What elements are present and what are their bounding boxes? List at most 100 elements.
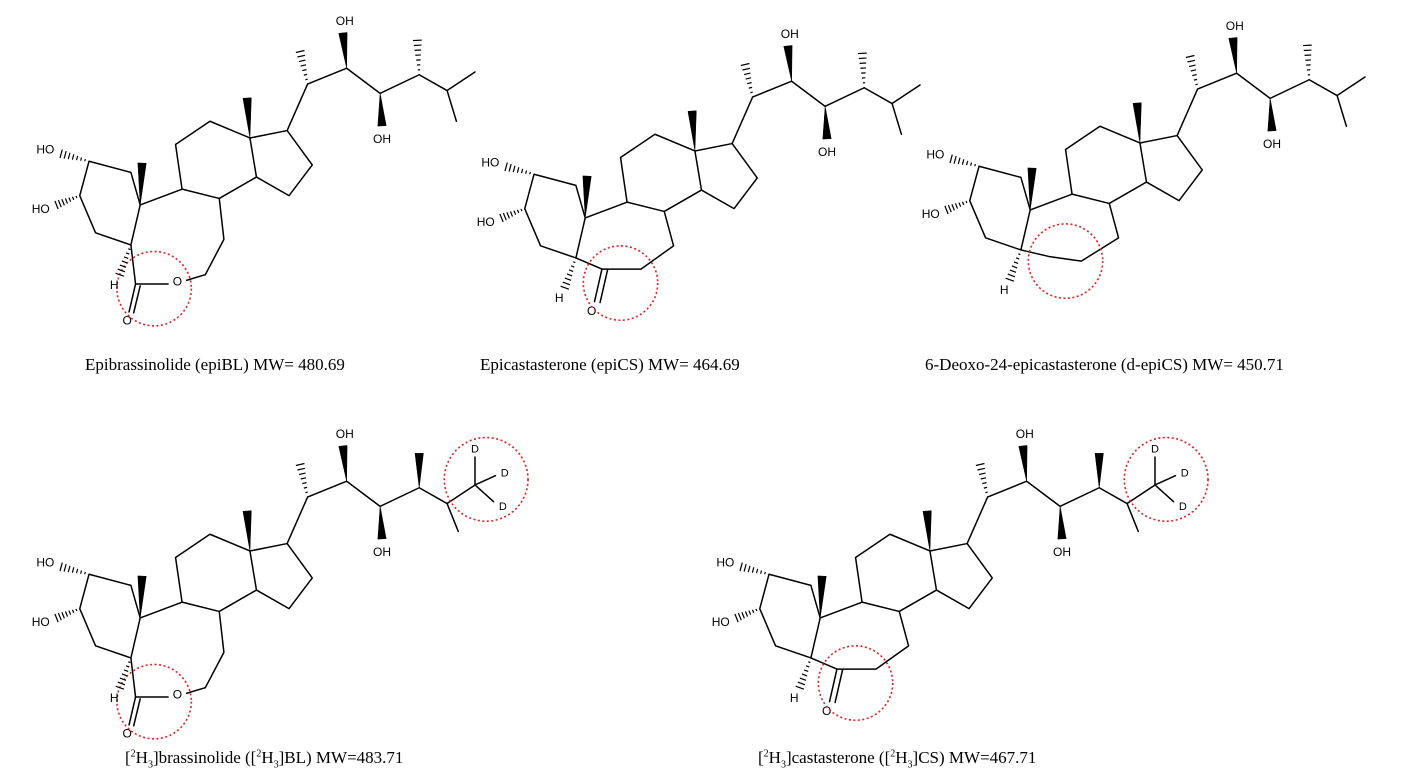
deuterium-2: D	[1181, 468, 1189, 480]
side-isopropyl	[864, 85, 920, 104]
hash-stroke	[530, 172, 531, 174]
methyl-28	[413, 40, 422, 70]
side-c17-c20	[287, 84, 307, 131]
side-chain	[308, 481, 420, 506]
hash-stroke	[959, 203, 961, 207]
ring-a	[80, 574, 140, 658]
hash-stroke	[305, 79, 307, 80]
hash-stroke	[305, 492, 307, 493]
oh23-label: OH	[818, 145, 836, 159]
ring-a	[80, 161, 140, 245]
methyl-21	[296, 464, 308, 493]
cd3-d3	[1155, 485, 1174, 502]
oh2-hash	[60, 150, 85, 162]
oh22-wedge	[784, 45, 792, 81]
hash-stroke	[738, 613, 741, 620]
ring-bc	[140, 121, 256, 205]
oh23-label: OH	[373, 132, 391, 146]
hash-stroke	[744, 73, 750, 74]
h5-label: H	[1000, 283, 1009, 297]
hash-stroke	[808, 662, 810, 663]
side-c27	[447, 504, 458, 532]
methyl-18	[688, 111, 696, 151]
hash-stroke	[975, 164, 976, 166]
hash-stroke	[122, 261, 127, 263]
hash-stroke	[765, 572, 766, 574]
methyl-18	[923, 511, 931, 551]
side-c27	[447, 91, 456, 122]
hash-stroke	[72, 610, 73, 613]
ring-b	[1021, 203, 1119, 261]
hash-stroke	[1008, 274, 1015, 277]
hash-stroke	[69, 198, 71, 202]
hash-stroke	[742, 68, 750, 70]
deuterium-1: D	[1151, 444, 1159, 456]
hash-stroke	[954, 156, 956, 163]
hash-stroke	[85, 572, 86, 574]
hash-stroke	[500, 214, 503, 222]
hash-stroke	[1194, 79, 1197, 80]
hash-stroke	[962, 159, 963, 164]
hash-stroke	[65, 198, 67, 203]
ho3-label: HO	[477, 215, 495, 229]
hash-stroke	[962, 202, 963, 205]
hash-stroke	[967, 161, 968, 165]
hash-stroke	[945, 206, 948, 214]
ring-b-upper	[205, 198, 224, 274]
side-c17-c20	[287, 497, 307, 544]
methyl-21	[1186, 56, 1198, 85]
cd3-d2	[1155, 476, 1175, 485]
oh23-label: OH	[1053, 545, 1071, 559]
hash-stroke	[58, 613, 61, 620]
hash-stroke	[64, 151, 66, 158]
oh3-hash	[55, 609, 77, 622]
ring-d	[250, 544, 312, 609]
h5-hash	[1006, 254, 1021, 281]
hash-stroke	[301, 65, 306, 66]
hash-stroke	[297, 468, 305, 470]
hash-stroke	[304, 487, 307, 488]
side-cd3	[447, 485, 475, 504]
oh23-wedge	[823, 106, 831, 139]
ring-d	[1140, 136, 1202, 201]
hash-stroke	[750, 92, 752, 93]
oh22-wedge	[339, 32, 347, 68]
side-chain	[1198, 73, 1310, 98]
oh22-label: OH	[336, 14, 354, 28]
ring-d	[930, 544, 992, 609]
ring-a	[970, 166, 1030, 250]
oh23-label: OH	[373, 545, 391, 559]
hash-stroke	[569, 270, 573, 272]
hash-stroke	[567, 274, 572, 276]
lactone-oxygen: O	[173, 274, 182, 288]
hash-stroke	[752, 567, 753, 572]
hash-stroke	[60, 563, 62, 572]
hash-stroke	[740, 563, 742, 572]
ring-d	[250, 131, 312, 196]
caption-epics: Epicastasterone (epiCS) MW= 464.69	[480, 355, 740, 375]
caption-epibl: Epibrassinolide (epiBL) MW= 480.69	[85, 355, 345, 375]
lactone-oxygen: O	[173, 687, 182, 701]
hash-stroke	[503, 213, 506, 220]
hash-stroke	[72, 567, 73, 572]
oh2-hash	[950, 155, 975, 167]
hash-stroke	[749, 611, 751, 615]
oh2-hash	[505, 163, 530, 175]
carbonyl-oxygen: O	[123, 726, 132, 740]
h5-label: H	[110, 691, 119, 705]
ho3-label: HO	[922, 207, 940, 221]
ring-bc	[820, 534, 936, 618]
hash-stroke	[522, 169, 523, 173]
side-c27	[1337, 96, 1346, 127]
ring-d	[695, 144, 757, 209]
side-c17-c20	[967, 497, 987, 544]
hash-stroke	[68, 566, 70, 572]
hash-stroke	[128, 249, 130, 250]
hash-stroke	[85, 159, 86, 161]
hash-stroke	[68, 153, 70, 159]
